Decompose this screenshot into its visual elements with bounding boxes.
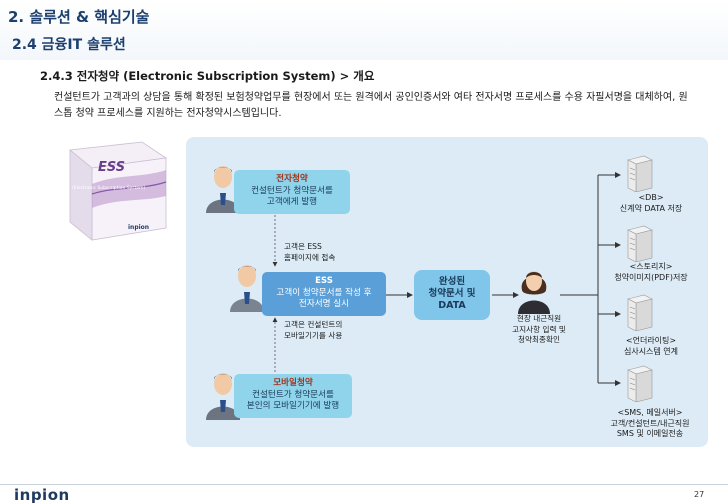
- intro-text: 컨설턴트가 고객과의 상담을 통해 확정된 보험청약업무를 현장에서 또는 원격…: [54, 92, 688, 119]
- page-subtitle: 2.4 금융IT 솔루션: [12, 37, 126, 53]
- mobile-use-note: 고객은 컨설턴트의 모바일기기를 사용: [284, 320, 342, 341]
- storage-server-line2: 청약이미지(PDF)저장: [614, 272, 688, 282]
- sms-mail-server-icon: [627, 365, 653, 402]
- page-number: 27: [694, 490, 705, 499]
- mobile-subscription-title: 모바일청약: [273, 378, 313, 388]
- consultant-person-icon: [206, 166, 240, 213]
- customer-access-note: 고객은 ESS 홈페이지에 접속: [284, 242, 335, 263]
- sms-mail-server-label: <SMS, 메일서버> 고객/컨설턴트/내근직원 SMS 및 이메일전송: [590, 408, 710, 440]
- mobile-consultant-person-icon: [206, 373, 240, 420]
- db-server-line2: 신계약 DATA 저장: [619, 203, 683, 213]
- storage-server-line1: <스토리지>: [629, 262, 673, 271]
- e-subscription-line1: 컨설턴트가 청약문서를: [251, 185, 333, 196]
- ess-box-line1: 고객이 청약문서를 작성 후: [276, 287, 372, 298]
- staff-note-line2: 고지사항 입력 및: [512, 324, 566, 334]
- ess-box: ESS 고객이 청약문서를 작성 후 전자서명 실시: [262, 272, 386, 316]
- section-heading: 2.4.3 전자청약 (Electronic Subscription Syst…: [40, 69, 375, 83]
- mobile-subscription-line1: 컨설턴트가 청약문서를: [252, 389, 334, 400]
- completed-document-box: 완성된 청약문서 및 DATA: [414, 270, 490, 320]
- footer-logo: inpion: [14, 486, 70, 504]
- staff-note-line1: 현장 내근직원: [516, 314, 562, 323]
- e-subscription-line2: 고객에게 발행: [266, 197, 318, 207]
- ess-box-line2: 전자서명 실시: [298, 299, 350, 309]
- completed-document-line3: DATA: [438, 300, 466, 311]
- db-server-icon: [627, 155, 653, 192]
- header-bar: [0, 0, 728, 60]
- product-brand: inpion: [128, 224, 150, 231]
- mobile-subscription-box: 모바일청약 컨설턴트가 청약문서를 본인의 모바일기기에 발행: [234, 374, 352, 418]
- e-subscription-box: 전자청약 컨설턴트가 청약문서를 고객에게 발행: [234, 170, 350, 214]
- underwriting-server-label: <언더라이팅> 심사시스템 연계: [596, 336, 706, 357]
- sms-mail-server-line3: SMS 및 이메일전송: [616, 429, 684, 438]
- underwriting-server-icon: [627, 294, 653, 331]
- storage-server-label: <스토리지> 청약이미지(PDF)저장: [596, 262, 706, 283]
- page-title: 2. 솔루션 & 핵심기술: [8, 8, 150, 26]
- customer-access-note-line2: 홈페이지에 접속: [284, 252, 336, 262]
- product-name: ESS: [98, 160, 126, 175]
- sms-mail-server-line2: 고객/컨설턴트/내근직원: [610, 418, 690, 428]
- staff-note: 현장 내근직원 고지사항 입력 및 청약최종확인: [496, 314, 582, 346]
- product-caption: (Electronic Subscription System): [72, 186, 146, 191]
- customer-person-icon: [230, 265, 264, 312]
- mobile-use-note-line1: 고객은 컨설턴트의: [284, 320, 343, 329]
- completed-document-line1: 완성된: [438, 276, 466, 287]
- sms-mail-server-line1: <SMS, 메일서버>: [617, 408, 683, 417]
- staff-note-line3: 청약최종확인: [518, 335, 560, 344]
- product-box-image: [69, 141, 168, 241]
- db-server-label: <DB> 신계약 DATA 저장: [596, 193, 706, 214]
- customer-access-note-line1: 고객은 ESS: [284, 242, 322, 251]
- db-server-line1: <DB>: [638, 193, 664, 202]
- mobile-subscription-line2: 본인의 모바일기기에 발행: [246, 401, 340, 411]
- completed-document-line2: 청약문서 및: [428, 288, 476, 299]
- mobile-use-note-line2: 모바일기기를 사용: [284, 330, 343, 340]
- underwriting-server-line2: 심사시스템 연계: [623, 346, 679, 356]
- storage-server-icon: [627, 225, 653, 262]
- e-subscription-title: 전자청약: [276, 174, 308, 184]
- footer-divider: [0, 484, 728, 485]
- ess-box-title: ESS: [315, 276, 333, 286]
- underwriting-server-line1: <언더라이팅>: [625, 336, 677, 345]
- staff-person-icon: [518, 271, 550, 314]
